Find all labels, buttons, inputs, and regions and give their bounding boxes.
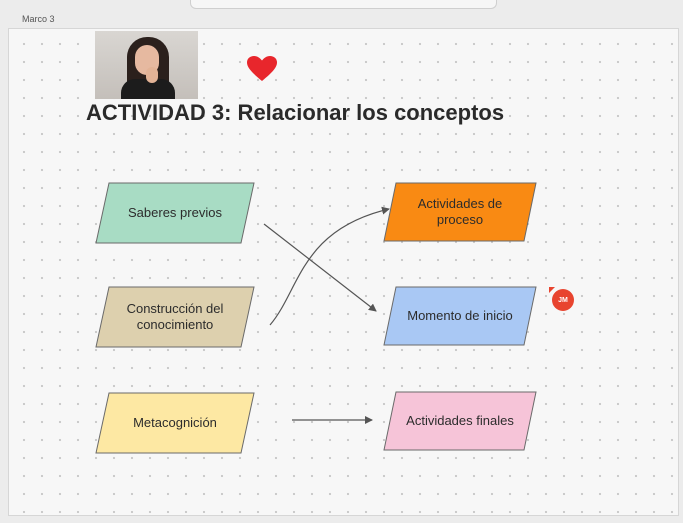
page-title[interactable]: ACTIVIDAD 3: Relacionar los conceptos [86,100,505,125]
parallelogram-shape [95,182,255,244]
shape-label: Actividades de proceso [417,196,503,227]
shape-momento-inicio[interactable]: Momento de inicio [383,286,537,346]
frame-label[interactable]: Marco 3 [22,14,55,24]
collaborator-cursor: JM [549,287,575,311]
parallelogram-shape [383,391,537,451]
parallelogram-shape [383,182,537,242]
heart-icon[interactable] [247,56,277,82]
collaborator-avatar: JM [552,289,574,311]
shape-actividades-proceso[interactable]: Actividades de proceso [383,182,537,242]
parallelogram-shape [383,286,537,346]
shape-label: Construcción del conocimiento [126,301,224,332]
shape-label: Momento de inicio [407,308,513,323]
parallelogram-shape [95,286,255,348]
cursor-pointer-icon [549,287,555,293]
shape-saberes-previos[interactable]: Saberes previos [95,182,255,244]
shape-construccion-conocimiento[interactable]: Construcción del conocimiento [95,286,255,348]
photo-body [121,79,175,99]
parallelogram-shape [95,392,255,454]
presenter-photo[interactable] [95,31,198,99]
shape-label: Saberes previos [128,205,222,220]
toolbar-edge [190,0,497,9]
shape-label: Metacognición [133,415,217,430]
shape-metacognicion[interactable]: Metacognición [95,392,255,454]
shape-label: Actividades finales [406,413,514,428]
photo-hand [146,67,158,83]
shape-actividades-finales[interactable]: Actividades finales [383,391,537,451]
